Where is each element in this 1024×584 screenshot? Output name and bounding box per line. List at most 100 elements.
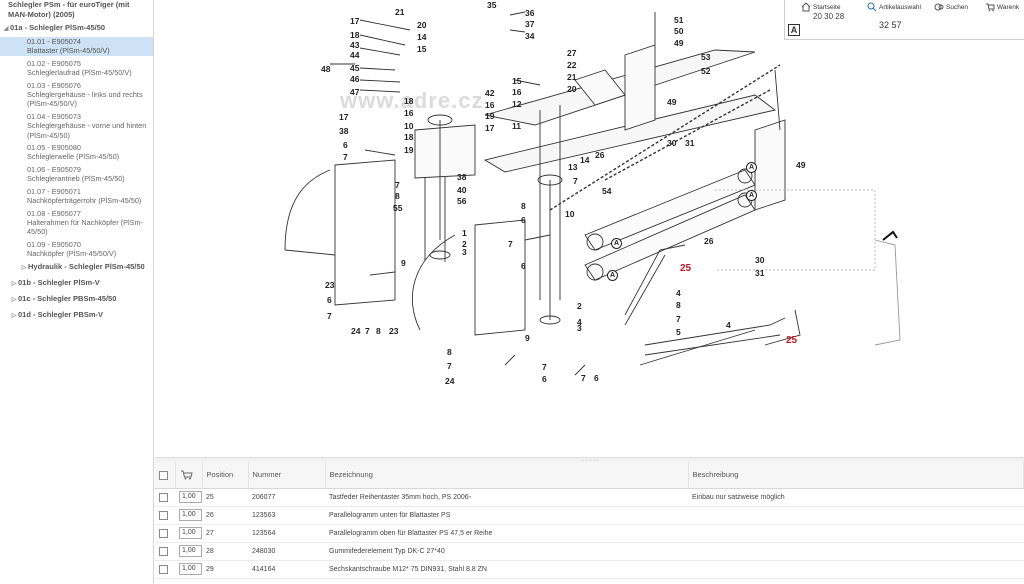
part-callout[interactable]: 14 (417, 32, 427, 42)
expand-icon[interactable]: ▷ (11, 312, 17, 319)
part-callout[interactable]: 22 (567, 60, 577, 70)
part-callout[interactable]: 48 (321, 64, 331, 74)
part-callout[interactable]: 4 (676, 288, 681, 298)
checkbox-cell[interactable] (155, 524, 175, 543)
pane-splitter[interactable]: · · · · · (155, 457, 1024, 464)
part-callout[interactable]: 16 (512, 87, 522, 97)
part-callout[interactable]: 54 (602, 186, 612, 196)
part-callout[interactable]: 2 (577, 301, 582, 311)
part-callout[interactable]: 19 (404, 145, 414, 155)
part-callout[interactable]: 30 (667, 138, 677, 148)
quantity-cell[interactable]: 1,00 (175, 488, 202, 507)
part-callout[interactable]: 9 (525, 333, 530, 343)
part-callout[interactable]: 13 (568, 162, 578, 172)
tree-group[interactable]: ▷01b - Schlegler PlSm-V (0, 278, 153, 289)
part-callout[interactable]: 7 (508, 239, 513, 249)
row-checkbox[interactable] (159, 564, 168, 574)
part-callout[interactable]: 18 (404, 96, 414, 106)
part-callout[interactable]: 23 (389, 326, 399, 336)
part-callout[interactable]: 46 (350, 74, 360, 84)
part-callout[interactable]: 7 (395, 180, 400, 190)
row-checkbox[interactable] (159, 528, 168, 538)
part-callout[interactable]: 7 (343, 152, 348, 162)
part-callout[interactable]: 24 (445, 376, 455, 386)
part-callout[interactable]: 49 (674, 38, 684, 48)
part-callout[interactable]: 7 (676, 314, 681, 324)
part-callout[interactable]: 19 (485, 111, 495, 121)
tree-root-node[interactable]: Schlegler PSm - für euroTiger (mit MAN-M… (0, 0, 153, 20)
part-callout[interactable]: 47 (350, 87, 360, 97)
quantity-input[interactable]: 1,00 (179, 509, 202, 521)
checkbox-cell[interactable] (155, 488, 175, 507)
quantity-cell[interactable]: 1,00 (175, 560, 202, 579)
part-callout[interactable]: 45 (350, 63, 360, 73)
tree-group[interactable]: ▷01d - Schlegler PBSm-V (0, 310, 153, 321)
quantity-cell[interactable]: 1,00 (175, 542, 202, 561)
part-callout[interactable]: 17 (350, 16, 360, 26)
part-callout[interactable]: 26 (704, 236, 714, 246)
quantity-cell[interactable]: 1,00 (175, 506, 202, 525)
part-callout[interactable]: 7 (573, 176, 578, 186)
part-callout[interactable]: 38 (457, 172, 467, 182)
cart-button[interactable]: Warenk (985, 1, 1019, 13)
part-callout[interactable]: 50 (674, 26, 684, 36)
part-callout[interactable]: 8 (447, 347, 452, 357)
quantity-cell[interactable]: 1,00 (175, 524, 202, 543)
part-callout[interactable]: 31 (685, 138, 695, 148)
select-all-checkbox[interactable] (159, 470, 168, 480)
checkbox-cell[interactable] (155, 506, 175, 525)
article-select-button[interactable]: Artikelauswahl (867, 1, 921, 13)
tree-group[interactable]: ▷01c - Schlegler PBSm-45/50 (0, 294, 153, 305)
part-callout[interactable]: 56 (457, 196, 467, 206)
part-callout[interactable]: 15 (417, 44, 427, 54)
part-callout[interactable]: 37 (525, 19, 535, 29)
part-callout[interactable]: 35 (487, 0, 497, 10)
part-callout[interactable]: 10 (565, 209, 575, 219)
part-callout[interactable]: 7 (327, 311, 332, 321)
home-button[interactable]: Startseite (801, 1, 840, 13)
quantity-input[interactable]: 1,00 (179, 491, 202, 503)
part-callout-highlight[interactable]: 25 (680, 263, 692, 274)
column-designation[interactable]: Bezeichnung (325, 462, 689, 489)
part-callout[interactable]: 12 (512, 99, 522, 109)
part-callout[interactable]: 8 (395, 191, 400, 201)
search-button[interactable]: Suchen (934, 1, 968, 13)
part-callout[interactable]: 21 (567, 72, 577, 82)
part-callout[interactable]: 6 (327, 295, 332, 305)
part-callout[interactable]: 34 (525, 31, 535, 41)
part-callout[interactable]: 14 (580, 155, 590, 165)
part-callout[interactable]: 20 (567, 84, 577, 94)
part-callout[interactable]: 5 (676, 327, 681, 337)
part-callout[interactable]: 11 (512, 121, 521, 131)
part-callout[interactable]: 21 (395, 7, 405, 17)
quantity-input[interactable]: 1,00 (179, 545, 202, 557)
part-callout[interactable]: 38 (339, 126, 349, 136)
part-callout[interactable]: 4 (577, 317, 582, 327)
part-callout[interactable]: 30 (755, 255, 765, 265)
part-callout[interactable]: 43 (350, 40, 360, 50)
part-callout[interactable]: 49 (667, 97, 677, 107)
part-callout[interactable]: 3 (577, 323, 582, 333)
part-callout[interactable]: 16 (404, 108, 414, 118)
part-callout[interactable]: 44 (350, 50, 360, 60)
part-callout[interactable]: 31 (755, 268, 765, 278)
part-callout[interactable]: 52 (701, 66, 711, 76)
row-checkbox[interactable] (159, 546, 168, 556)
quantity-input[interactable]: 1,00 (179, 563, 202, 575)
part-callout[interactable]: 8 (521, 201, 526, 211)
part-callout-highlight[interactable]: 25 (786, 335, 798, 346)
